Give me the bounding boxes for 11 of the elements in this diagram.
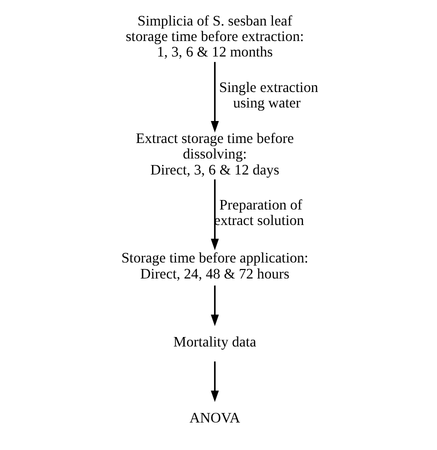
- node-text: Extract storage time before dissolving: Direct, 3, 6 & 12 days: [135, 131, 294, 178]
- node-text: Simplicia of S. sesban leaf storage time before extraction: 1, 3, 6 & 12 months: [125, 14, 304, 61]
- node-text: Mortality data: [172, 334, 256, 350]
- edge-label: Single extraction using water: [218, 80, 318, 112]
- node-text: ANOVA: [189, 410, 240, 426]
- arrow: [210, 361, 218, 402]
- arrow: [210, 179, 218, 250]
- edge-label: Preparation of extract solution: [213, 198, 304, 230]
- arrow: [210, 286, 218, 326]
- node-text: Storage time before application: Direct, 24, 48 & 72 hours: [120, 250, 308, 282]
- arrow: [210, 62, 218, 133]
